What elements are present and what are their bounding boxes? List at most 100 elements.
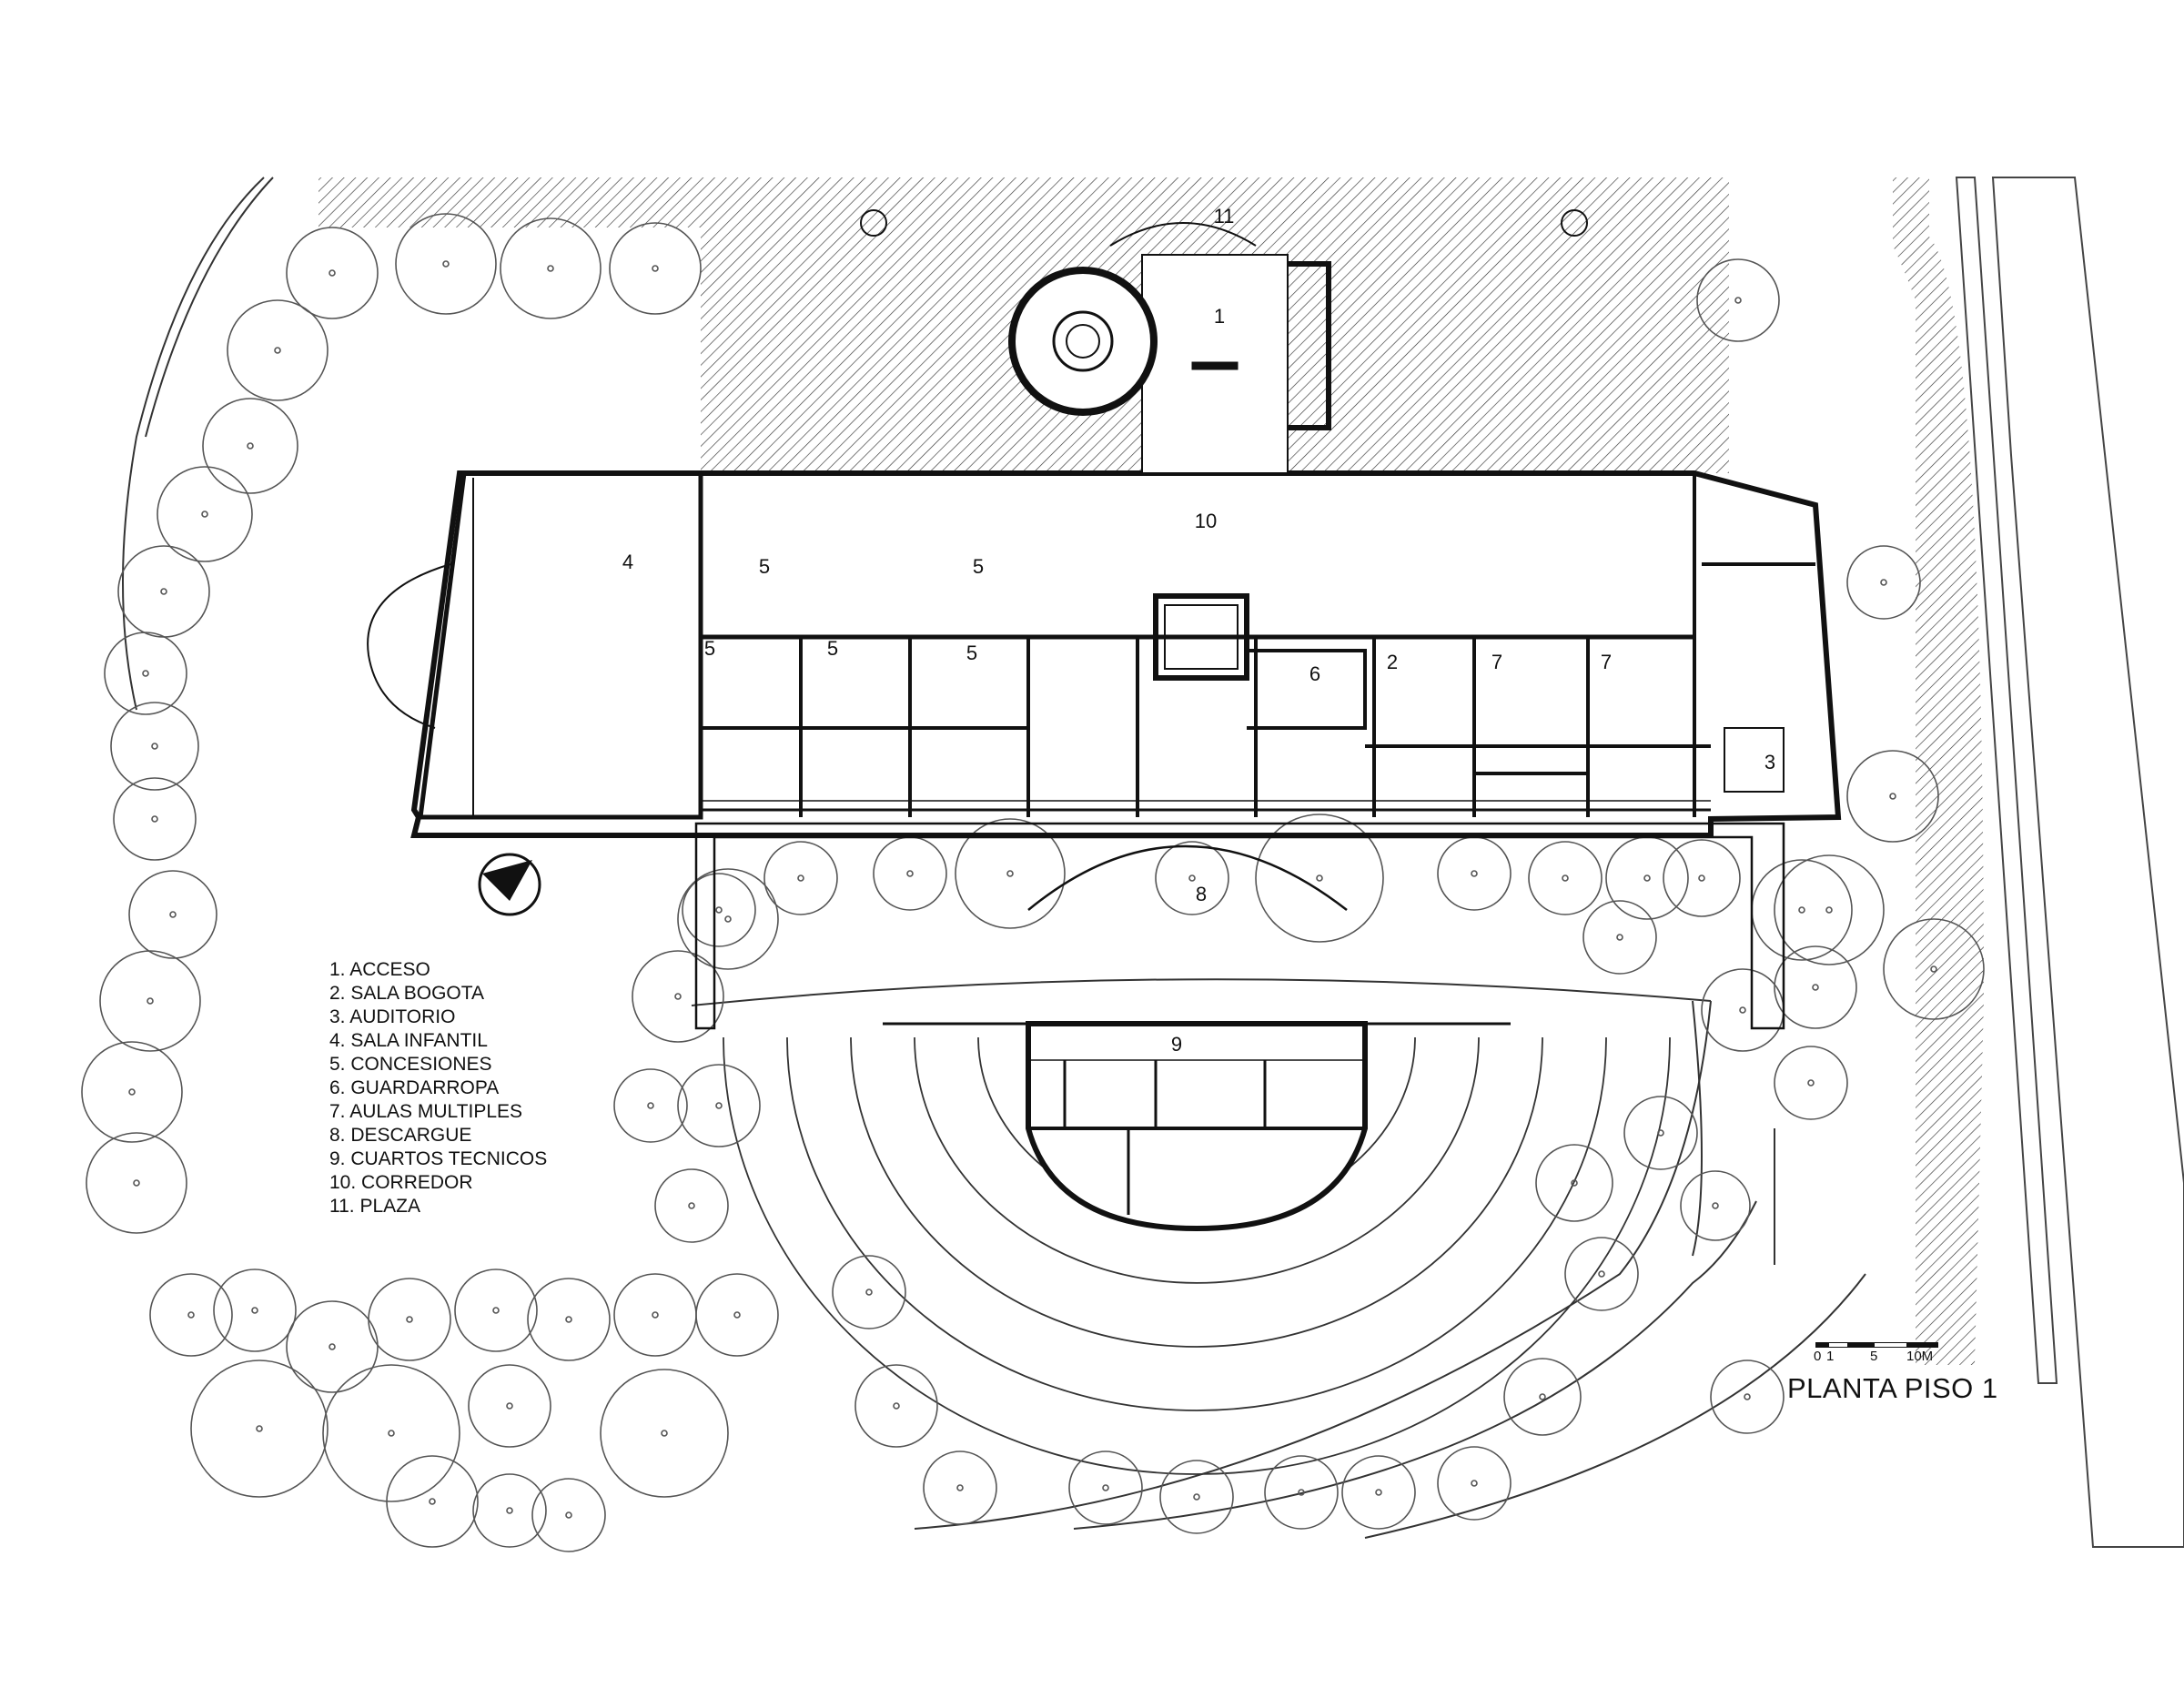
tree-trunk-icon — [151, 815, 158, 823]
tree-trunk-icon — [565, 1316, 572, 1323]
tree-trunk-icon — [256, 1425, 263, 1432]
tree-trunk-icon — [1471, 1480, 1478, 1487]
room-number-label: 3 — [1764, 751, 1775, 773]
tree-icon — [157, 466, 253, 562]
tree-icon — [682, 873, 756, 947]
tree-trunk-icon — [1807, 1079, 1815, 1087]
tree-trunk-icon — [865, 1289, 873, 1296]
tree-icon — [1710, 1359, 1785, 1434]
tree-icon — [1535, 1144, 1613, 1222]
scale-label: 5 — [1870, 1349, 1878, 1364]
tree-icon — [1774, 945, 1857, 1029]
tree-trunk-icon — [1571, 1179, 1578, 1187]
tree-trunk-icon — [1188, 874, 1196, 882]
tree-trunk-icon — [506, 1402, 513, 1410]
room-number-label: 10 — [1195, 510, 1217, 532]
tree-trunk-icon — [160, 588, 167, 595]
tree-trunk-icon — [274, 347, 281, 354]
legend-item: 3. AUDITORIO — [329, 1006, 456, 1027]
tree-icon — [1846, 750, 1939, 843]
tree-trunk-icon — [506, 1507, 513, 1514]
tree-trunk-icon — [724, 915, 732, 923]
tree-icon — [128, 870, 217, 959]
tree-trunk-icon — [797, 874, 804, 882]
room-number-label: 6 — [1309, 662, 1320, 685]
legend-item: 7. AULAS MULTIPLES — [329, 1101, 523, 1122]
building-walls — [410, 470, 1842, 838]
tree-trunk-icon — [906, 870, 914, 877]
tree-icon — [202, 398, 298, 494]
room-number-label: 8 — [1196, 883, 1207, 905]
tree-circles — [81, 213, 1985, 1552]
amphitheatre-step-ring — [786, 1036, 1607, 1411]
scale-label: 10M — [1906, 1349, 1934, 1364]
legend-item: 4. SALA INFANTIL — [329, 1030, 488, 1051]
room-number-label: 9 — [1171, 1033, 1182, 1056]
tree-trunk-icon — [1643, 874, 1651, 882]
tree-trunk-icon — [187, 1311, 195, 1319]
tree-icon — [1437, 836, 1512, 911]
tree-icon — [613, 1273, 697, 1357]
amphitheatre-step-ring — [850, 1036, 1543, 1348]
tree-trunk-icon — [406, 1316, 413, 1323]
tree-icon — [1264, 1455, 1339, 1530]
tree-trunk-icon — [388, 1430, 395, 1437]
legend-item: 1. ACCESO — [329, 959, 430, 980]
tree-trunk-icon — [893, 1402, 900, 1410]
tree-trunk-icon — [1698, 874, 1705, 882]
tree-trunk-icon — [733, 1311, 741, 1319]
tree-icon — [1255, 814, 1384, 943]
tree-trunk-icon — [429, 1498, 436, 1505]
tree-trunk-icon — [652, 1311, 659, 1319]
tree-icon — [695, 1273, 779, 1357]
tree-icon — [1564, 1237, 1639, 1311]
tree-icon — [955, 818, 1066, 929]
tree-icon — [190, 1359, 329, 1498]
tree-trunk-icon — [1744, 1393, 1751, 1400]
tree-trunk-icon — [661, 1430, 668, 1437]
tree-trunk-icon — [647, 1102, 654, 1109]
tree-icon — [99, 950, 201, 1052]
tree-icon — [322, 1364, 460, 1502]
tree-icon — [1701, 968, 1785, 1052]
tree-icon — [1528, 841, 1603, 915]
tree-trunk-icon — [1812, 984, 1819, 991]
tree-icon — [531, 1478, 606, 1552]
tree-icon — [1696, 258, 1780, 342]
tree-trunk-icon — [1734, 297, 1742, 304]
tree-trunk-icon — [1825, 906, 1833, 914]
tree-icon — [468, 1364, 551, 1448]
tree-trunk-icon — [1006, 870, 1014, 877]
tree-trunk-icon — [1657, 1129, 1664, 1137]
tree-trunk-icon — [1712, 1202, 1719, 1209]
tree-icon — [395, 213, 497, 315]
tree-icon — [454, 1269, 538, 1352]
tree-trunk-icon — [1316, 874, 1323, 882]
room-number-label: 7 — [1491, 651, 1502, 673]
tree-icon — [81, 1041, 183, 1143]
tree-icon — [1341, 1455, 1416, 1530]
tree-icon — [286, 227, 379, 319]
room-number-label: 2 — [1387, 651, 1398, 673]
tree-icon — [600, 1369, 729, 1498]
tree-trunk-icon — [956, 1484, 964, 1491]
tree-icon — [1155, 841, 1229, 915]
room-number-label: 11 — [1214, 205, 1235, 227]
room-number-label: 5 — [973, 555, 984, 578]
tree-icon — [832, 1255, 906, 1329]
tree-icon — [1774, 854, 1885, 965]
tree-icon — [632, 950, 724, 1043]
room-number-label: 5 — [966, 642, 977, 664]
tree-trunk-icon — [1375, 1489, 1382, 1496]
tree-trunk-icon — [128, 1088, 136, 1096]
tree-trunk-icon — [1880, 579, 1887, 586]
tree-icon — [923, 1450, 997, 1525]
tree-trunk-icon — [201, 510, 208, 518]
tree-icon — [1774, 1046, 1848, 1120]
legend-item: 5. CONCESIONES — [329, 1054, 492, 1075]
tree-icon — [763, 841, 838, 915]
tree-trunk-icon — [688, 1202, 695, 1209]
tree-trunk-icon — [151, 743, 158, 750]
